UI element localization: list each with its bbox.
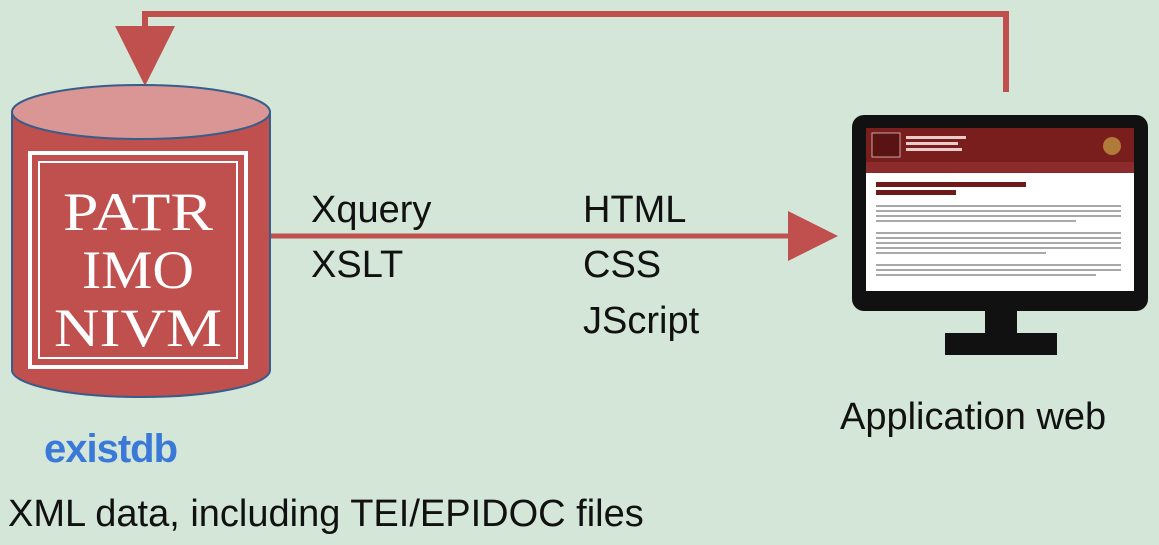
feedback-arrow <box>115 11 1009 92</box>
logo-line-2: IMO <box>82 240 194 300</box>
logo-line-1: PATR <box>63 182 213 242</box>
patrimonium-logo: PATR IMO NIVM <box>28 151 248 369</box>
existdb-logo: existdb <box>44 425 244 475</box>
jscript-label: JScript <box>583 300 700 342</box>
existdb-logo-text: existdb <box>44 427 178 471</box>
database-caption: XML data, including TEI/EPIDOC files <box>8 493 644 535</box>
application-web-caption: Application web <box>840 396 1107 438</box>
xslt-label: XSLT <box>311 244 404 286</box>
xquery-label: Xquery <box>311 189 432 231</box>
css-label: CSS <box>583 244 662 286</box>
monitor-icon <box>852 115 1148 355</box>
logo-line-3: NIVM <box>54 298 222 358</box>
website-screenshot <box>866 128 1134 276</box>
html-label: HTML <box>583 189 687 231</box>
